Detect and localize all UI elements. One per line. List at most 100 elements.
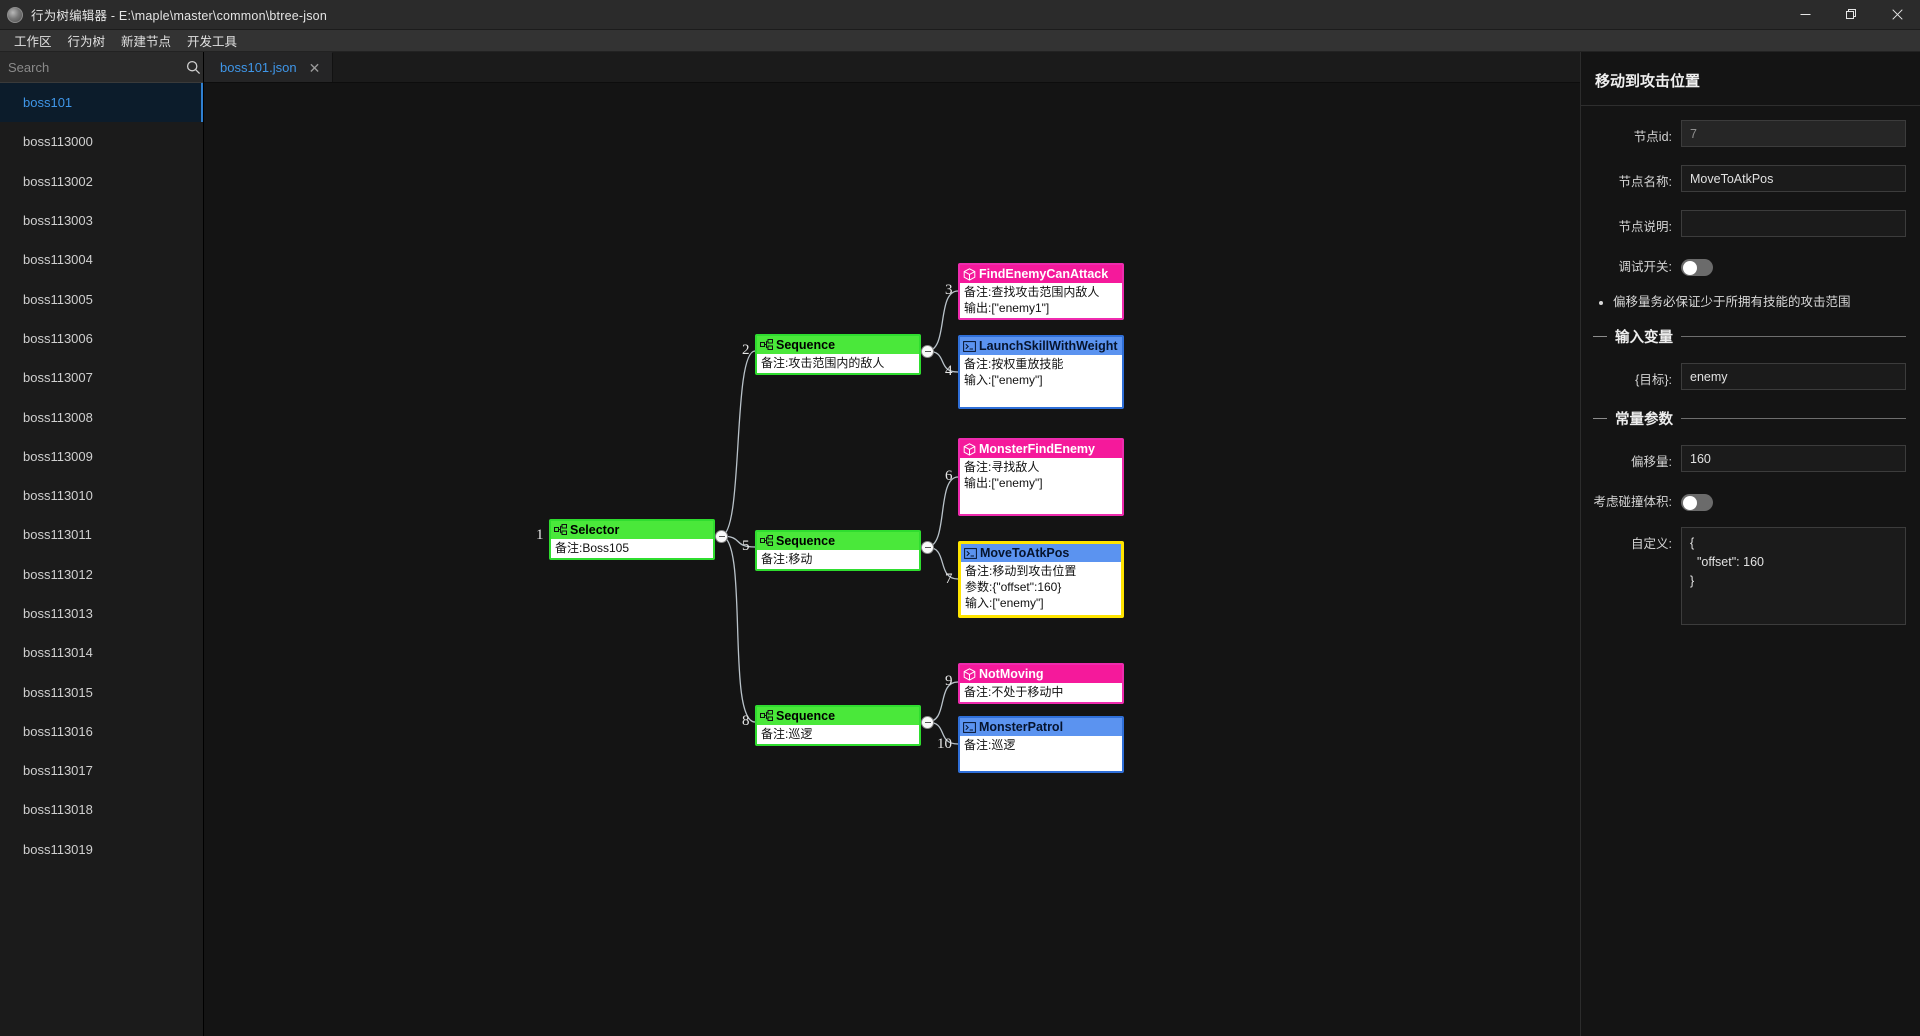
node-detail-line: 备注:移动 bbox=[761, 552, 813, 566]
node-index-label: 7 bbox=[945, 570, 953, 587]
sidebar-item-boss113012[interactable]: boss113012 bbox=[23, 566, 93, 582]
sidebar-item-boss113014[interactable]: boss113014 bbox=[23, 645, 93, 661]
composite-node-icon bbox=[554, 523, 567, 537]
minimize-icon[interactable] bbox=[1782, 0, 1828, 30]
debug-switch-toggle[interactable] bbox=[1681, 259, 1713, 276]
note-item: 偏移量务必保证少于所拥有技能的攻击范围 bbox=[1613, 292, 1906, 312]
node-name-label: 节点名称: bbox=[1618, 175, 1672, 189]
field-offset: 偏移量: bbox=[1581, 445, 1906, 472]
node-index-label: 8 bbox=[742, 713, 750, 729]
node-body: 备注:移动 bbox=[757, 550, 919, 569]
tab-label: boss101.json bbox=[220, 60, 297, 75]
node-title: Sequence bbox=[757, 532, 919, 550]
node-body: 备注:攻击范围内的敌人 bbox=[757, 354, 919, 373]
file-sidebar: boss101 boss113000 boss113002 boss113003 bos… bbox=[0, 52, 204, 1036]
sidebar-item-boss113003[interactable]: boss113003 bbox=[23, 213, 93, 229]
input-target-input[interactable] bbox=[1681, 363, 1906, 390]
node-title: MoveToAtkPos bbox=[961, 544, 1121, 562]
sidebar-item-boss113005[interactable]: boss113005 bbox=[23, 291, 93, 307]
file-list[interactable]: boss101 boss113000 boss113002 boss113003 bos… bbox=[0, 83, 203, 1036]
node-name-input[interactable] bbox=[1681, 165, 1906, 192]
collapse-dash-icon[interactable] bbox=[1593, 336, 1607, 337]
field-input-target: {目标}: bbox=[1581, 363, 1906, 390]
condition-node-icon bbox=[963, 442, 976, 456]
menu-item-dev-tools[interactable]: 开发工具 bbox=[187, 35, 238, 49]
menu-item-behavior-tree[interactable]: 行为树 bbox=[67, 35, 106, 49]
sidebar-item-boss113008[interactable]: boss113008 bbox=[23, 409, 93, 425]
collision-switch-toggle[interactable] bbox=[1681, 494, 1713, 511]
sidebar-item-boss113018[interactable]: boss113018 bbox=[23, 802, 93, 818]
field-collision-switch: 考虑碰撞体积: bbox=[1581, 490, 1906, 511]
sidebar-item-boss113006[interactable]: boss113006 bbox=[23, 330, 93, 346]
collision-switch-label: 考虑碰撞体积: bbox=[1593, 495, 1672, 509]
action-node-icon bbox=[964, 547, 977, 560]
menu-item-new-node[interactable]: 新建节点 bbox=[121, 35, 172, 49]
sidebar-item-boss113015[interactable]: boss113015 bbox=[23, 684, 93, 700]
tab-boss101-json[interactable]: boss101.json ✕ bbox=[204, 52, 334, 82]
sidebar-item-boss113017[interactable]: boss113017 bbox=[23, 763, 93, 779]
node-body: 备注:移动到攻击位置参数:{"offset":160}输入:["enemy"] bbox=[961, 562, 1121, 613]
menu-item-workspace[interactable]: 工作区 bbox=[14, 35, 52, 49]
node-title-label: Selector bbox=[570, 523, 620, 537]
search-icon[interactable] bbox=[184, 52, 203, 83]
node-title-label: Sequence bbox=[776, 338, 836, 352]
sidebar-item-boss113011[interactable]: boss113011 bbox=[23, 527, 92, 543]
sidebar-item-boss113002[interactable]: boss113002 bbox=[23, 173, 93, 189]
sidebar-item-boss113007[interactable]: boss113007 bbox=[23, 370, 93, 386]
sidebar-item-boss101[interactable]: boss101 bbox=[0, 83, 203, 123]
title-bar: 行为树编辑器 - E:\maple\master\common\btree-js… bbox=[0, 0, 1920, 30]
app-logo-icon bbox=[7, 6, 23, 23]
sidebar-item-boss113013[interactable]: boss113013 bbox=[23, 606, 93, 621]
tree-node-Selector[interactable]: Selector 备注:Boss105 bbox=[549, 519, 715, 560]
composite-node-icon bbox=[760, 534, 773, 548]
sidebar-item-boss113010[interactable]: boss113010 bbox=[23, 488, 93, 504]
properties-title: 移动到攻击位置 bbox=[1581, 52, 1920, 106]
section-title: 输入变量 bbox=[1615, 330, 1673, 346]
action-node-icon bbox=[963, 340, 976, 353]
node-detail-line: 参数:{"offset":160} bbox=[965, 580, 1062, 594]
node-title-label: FindEnemyCanAttack bbox=[979, 267, 1109, 281]
node-desc-input[interactable] bbox=[1681, 210, 1906, 237]
node-output-port[interactable] bbox=[921, 541, 934, 554]
close-icon[interactable]: ✕ bbox=[308, 59, 321, 76]
close-icon[interactable] bbox=[1874, 0, 1920, 30]
collapse-dash-icon[interactable] bbox=[1593, 418, 1607, 419]
node-id-label: 节点id: bbox=[1633, 130, 1672, 144]
node-output-port[interactable] bbox=[715, 530, 728, 543]
maximize-restore-icon[interactable] bbox=[1828, 0, 1874, 30]
menu-bar: 工作区 行为树 新建节点 开发工具 bbox=[0, 30, 1920, 52]
node-index-label: 3 bbox=[945, 282, 953, 298]
sidebar-item-boss113009[interactable]: boss113009 bbox=[23, 448, 93, 464]
debug-switch-label: 调试开关: bbox=[1618, 260, 1672, 274]
node-detail-line: 输出:["enemy"] bbox=[964, 476, 1043, 490]
node-detail-line: 备注:攻击范围内的敌人 bbox=[761, 356, 885, 370]
node-index-label: 4 bbox=[945, 363, 953, 379]
node-title: Selector bbox=[551, 521, 713, 539]
sidebar-item-boss113004[interactable]: boss113004 bbox=[23, 252, 93, 268]
node-title-label: NotMoving bbox=[979, 667, 1044, 681]
sidebar-item-boss113019[interactable]: boss113019 bbox=[23, 841, 93, 857]
field-node-desc: 节点说明: bbox=[1581, 210, 1906, 237]
node-output-port[interactable] bbox=[921, 345, 934, 358]
sidebar-item-boss113016[interactable]: boss113016 bbox=[23, 723, 93, 739]
sidebar-item-boss113000[interactable]: boss113000 bbox=[23, 134, 93, 150]
tree-node-Sequence[interactable]: Sequence 备注:移动 bbox=[755, 530, 921, 571]
node-title: MonsterPatrol bbox=[960, 718, 1122, 736]
node-body: 备注:Boss105 bbox=[551, 539, 713, 558]
field-custom-json: 自定义: { "offset": 160 } bbox=[1581, 527, 1906, 630]
search-input[interactable] bbox=[0, 59, 184, 75]
tree-node-Sequence[interactable]: Sequence 备注:攻击范围内的敌人 bbox=[755, 334, 921, 375]
node-output-port[interactable] bbox=[921, 716, 934, 729]
custom-json-textarea[interactable]: { "offset": 160 } bbox=[1681, 527, 1906, 625]
node-detail-line: 备注:Boss105 bbox=[555, 541, 630, 555]
offset-input[interactable] bbox=[1681, 445, 1906, 472]
tab-bar: boss101.json ✕ bbox=[204, 52, 1580, 83]
